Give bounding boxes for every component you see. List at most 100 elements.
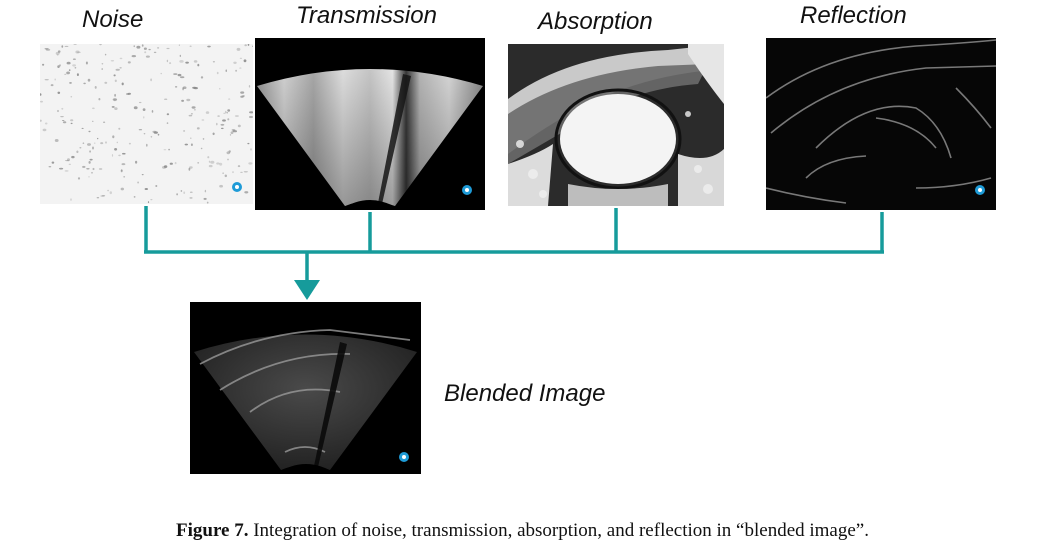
noise-speckle [135,160,138,164]
noise-speckle [243,59,247,63]
noise-speckle [72,58,76,60]
noise-speckle [234,115,239,117]
noise-speckle [86,168,90,170]
noise-speckle [212,132,215,136]
noise-speckle [160,72,162,75]
noise-speckle [69,82,72,84]
reflection-image [766,38,996,210]
noise-image [40,44,253,204]
noise-speckle [110,60,115,62]
blended-image-label: Blended Image [444,380,606,407]
noise-speckle [133,106,138,110]
noise-speckle [239,57,243,59]
noise-speckle [55,51,60,55]
noise-speckle [243,171,248,173]
noise-speckle [75,50,80,54]
logo-watermark-icon [975,185,985,195]
noise-speckle [249,115,253,119]
noise-speckle [150,199,153,201]
noise-speckle [183,130,186,132]
noise-speckle [59,64,61,67]
noise-speckle [68,163,71,165]
noise-speckle [145,55,150,58]
noise-speckle [235,69,238,72]
noise-speckle [103,121,106,123]
noise-speckle [93,142,96,144]
noise-speckle [240,171,243,173]
noise-speckle [201,119,205,121]
noise-speckle [203,197,207,200]
noise-speckle [51,161,55,164]
noise-speckle [59,167,64,170]
noise-speckle [147,201,150,204]
noise-speckle [157,47,160,49]
noise-speckle [98,168,103,170]
noise-speckle [212,61,215,63]
noise-speckle [244,191,249,194]
noise-speckle [219,184,224,188]
noise-speckle [81,127,84,129]
noise-speckle [226,151,231,155]
transmission-image [255,38,485,210]
noise-speckle [89,150,91,153]
noise-speckle [163,149,167,151]
noise-speckle [237,124,241,128]
noise-speckle [163,165,168,168]
noise-speckle [208,164,213,168]
noise-speckle [60,116,64,118]
noise-speckle [111,154,114,157]
noise-speckle [119,57,123,60]
noise-speckle [68,69,71,71]
noise-speckle [210,160,215,164]
noise-speckle [138,101,142,104]
noise-speckle [227,109,231,112]
noise-speckle [113,74,116,77]
noise-speckle [121,82,124,86]
blended-image [190,302,421,474]
noise-speckle [100,142,104,145]
noise-speckle [166,59,169,63]
noise-speckle [92,167,95,171]
noise-speckle [44,122,48,125]
noise-speckle [236,47,241,51]
noise-image-svg [40,44,253,204]
noise-speckle [239,67,242,69]
noise-speckle [202,138,205,140]
noise-speckle [193,109,196,111]
noise-speckle [252,45,253,47]
noise-speckle [61,45,64,48]
noise-speckle [133,196,136,198]
noise-speckle [57,50,61,53]
noise-speckle [87,143,91,146]
noise-speckle [138,129,143,131]
noise-speckle [227,118,230,121]
noise-speckle [114,107,118,110]
noise-speckle [217,115,220,117]
noise-speckle [143,133,146,135]
noise-speckle [169,162,173,165]
noise-speckle [189,197,193,199]
noise-speckle [188,167,191,171]
noise-speckle [150,78,152,82]
caption-text: Integration of noise, transmission, abso… [253,520,869,541]
noise-speckle [61,107,64,110]
noise-speckle [183,191,186,194]
noise-speckle [118,127,121,130]
noise-speckle [109,191,113,195]
noise-speckle [88,176,90,178]
noise-label: Noise [82,6,144,33]
noise-speckle [230,131,234,134]
noise-speckle [141,174,144,176]
noise-speckle [127,92,131,95]
noise-speckle [76,51,81,53]
noise-speckle [40,100,43,103]
noise-speckle [188,114,193,117]
noise-speckle [222,119,226,122]
noise-speckle [146,143,148,147]
noise-speckle [62,121,67,124]
noise-speckle [216,71,219,75]
noise-speckle [98,98,101,101]
noise-speckle [118,154,121,157]
noise-speckle [77,177,81,180]
noise-speckle [143,116,145,119]
